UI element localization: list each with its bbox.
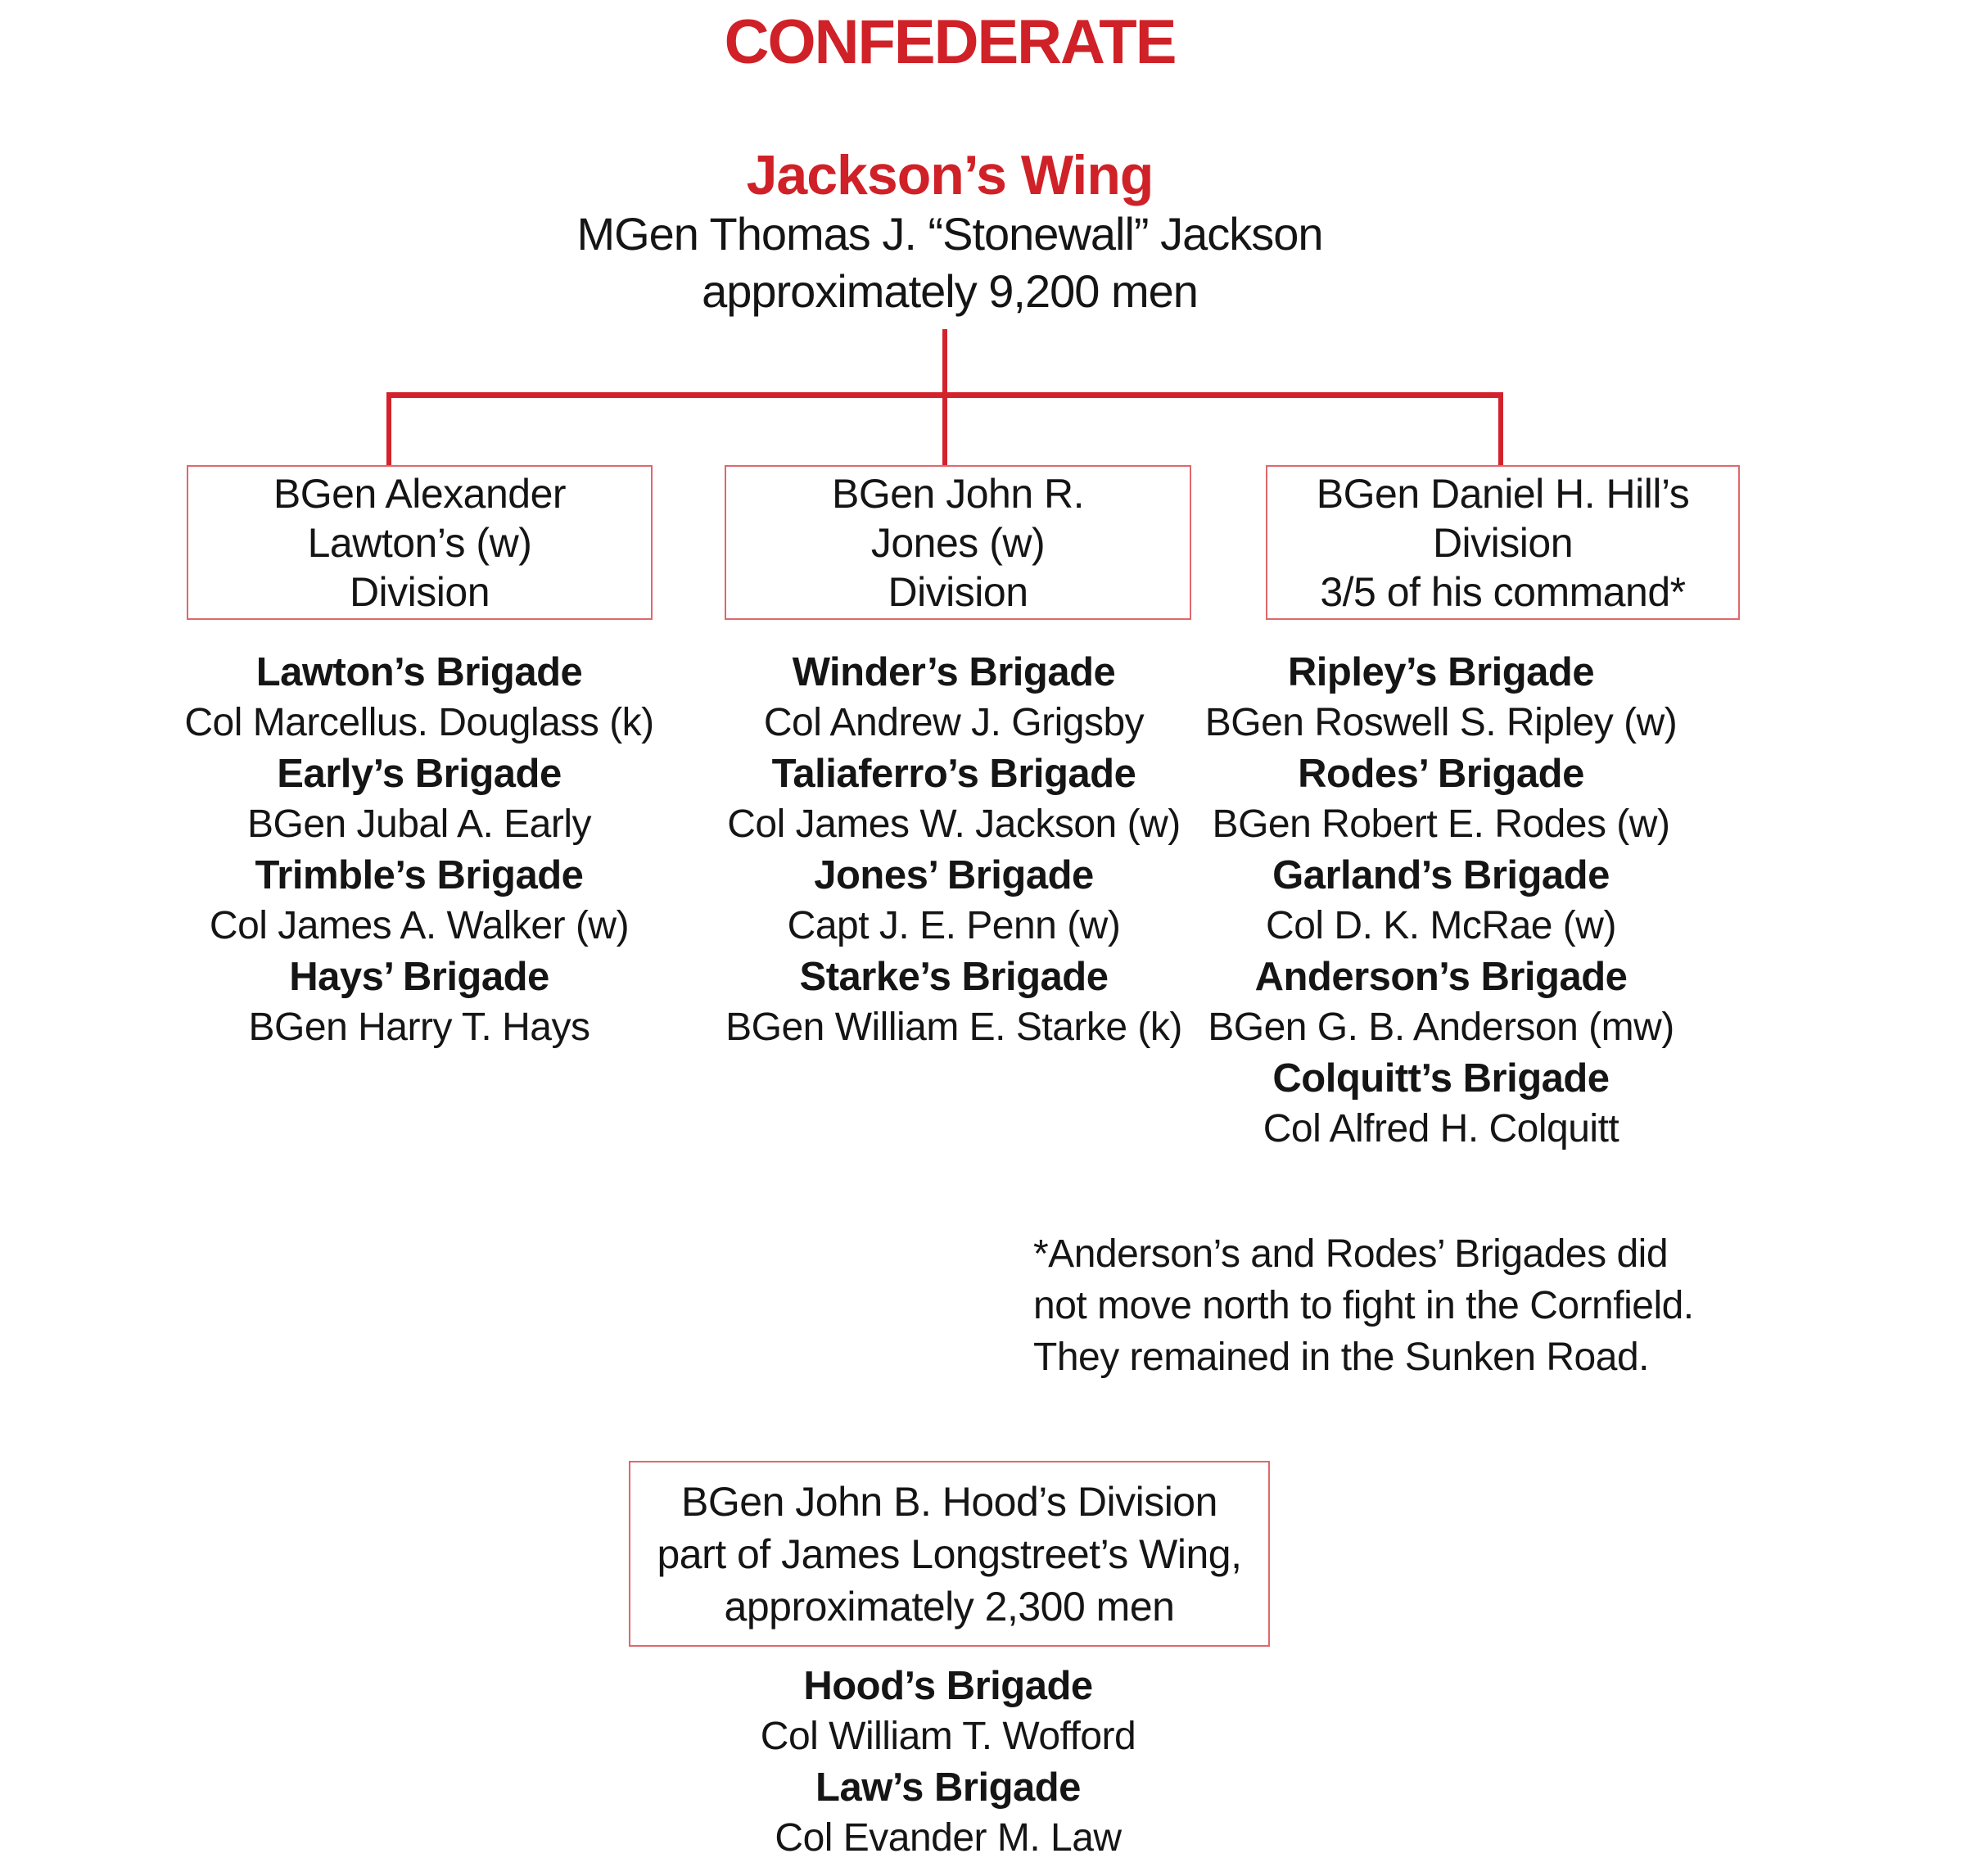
brigade-name: Trimble’s Brigade [255, 853, 584, 897]
army-title: CONFEDERATE [724, 7, 1177, 77]
footnote: *Anderson’s and Rodes’ Brigades did not … [1033, 1228, 1694, 1383]
brigade-commander: Col D. K. McRae (w) [1266, 904, 1616, 947]
division-box-line: Jones (w) [870, 519, 1046, 566]
division-box-line: Division [888, 568, 1028, 615]
brigade-commander: BGen G. B. Anderson (mw) [1208, 1006, 1674, 1049]
division-box-lawton: BGen Alexander Lawton’s (w) Division [187, 465, 653, 620]
division-box-hill: BGen Daniel H. Hill’s Division 3/5 of hi… [1266, 465, 1740, 620]
brigade-name: Colquitt’s Brigade [1272, 1056, 1610, 1101]
brigade-name: Garland’s Brigade [1272, 853, 1610, 897]
connector-drop-right [1498, 398, 1503, 465]
brigade-list-hill: Ripley’s Brigade BGen Roswell S. Ripley … [1205, 647, 1678, 1155]
brigade-list-jones: Winder’s Brigade Col Andrew J. Grigsby T… [725, 647, 1182, 1053]
division-box-jones: BGen John R. Jones (w) Division [725, 465, 1191, 620]
footnote-line: They remained in the Sunken Road. [1033, 1336, 1649, 1379]
brigade-list-lawton: Lawton’s Brigade Col Marcellus. Douglass… [184, 647, 654, 1053]
brigade-list-hood: Hood’s Brigade Col William T. Wofford La… [761, 1661, 1136, 1864]
wing-commander: MGen Thomas J. “Stonewall” Jackson [576, 208, 1323, 260]
division-box-line: Division [1432, 519, 1574, 566]
footnote-line: *Anderson’s and Rodes’ Brigades did [1033, 1232, 1669, 1276]
brigade-name: Winder’s Brigade [792, 650, 1116, 694]
brigade-commander: BGen Roswell S. Ripley (w) [1204, 701, 1678, 744]
brigade-name: Hood’s Brigade [803, 1664, 1093, 1708]
connector-stem [942, 329, 947, 399]
division-box-line: BGen Alexander [273, 470, 567, 517]
connector-horizontal [386, 392, 1503, 398]
brigade-name: Anderson’s Brigade [1254, 955, 1628, 999]
brigade-commander: Col James A. Walker (w) [209, 904, 630, 947]
brigade-commander: Capt J. E. Penn (w) [787, 904, 1121, 947]
brigade-commander: Col Marcellus. Douglass (k) [184, 701, 654, 744]
division-box-line: BGen John B. Hood’s Division [681, 1478, 1217, 1525]
division-box-line: Lawton’s (w) [307, 519, 532, 566]
connector-drop-left [386, 398, 391, 465]
brigade-commander: Col Evander M. Law [775, 1816, 1122, 1860]
division-box-line: BGen Daniel H. Hill’s [1316, 470, 1690, 517]
division-box-hood: BGen John B. Hood’s Division part of Jam… [629, 1461, 1270, 1647]
division-box-line: Division [349, 568, 490, 615]
brigade-name: Taliaferro’s Brigade [771, 752, 1136, 796]
brigade-name: Rodes’ Brigade [1298, 752, 1584, 796]
brigade-commander: BGen Jubal A. Early [246, 802, 592, 846]
brigade-name: Jones’ Brigade [814, 853, 1094, 897]
brigade-commander: Col William T. Wofford [760, 1715, 1136, 1758]
division-box-line: 3/5 of his command* [1320, 568, 1686, 615]
brigade-name: Early’s Brigade [277, 752, 562, 796]
brigade-commander: Col Andrew J. Grigsby [763, 701, 1145, 744]
division-box-line: approximately 2,300 men [724, 1583, 1175, 1630]
brigade-name: Hays’ Brigade [289, 955, 549, 999]
footnote-line: not move north to fight in the Cornfield… [1033, 1284, 1694, 1327]
brigade-commander: BGen William E. Starke (k) [725, 1006, 1182, 1049]
brigade-name: Lawton’s Brigade [255, 650, 583, 694]
wing-strength: approximately 9,200 men [702, 265, 1199, 317]
brigade-name: Law’s Brigade [815, 1765, 1081, 1810]
division-box-line: BGen John R. [831, 470, 1085, 517]
brigade-commander: Col James W. Jackson (w) [727, 802, 1181, 846]
brigade-name: Ripley’s Brigade [1287, 650, 1595, 694]
brigade-commander: BGen Harry T. Hays [248, 1006, 590, 1049]
connector-drop-middle [942, 398, 947, 465]
brigade-commander: BGen Robert E. Rodes (w) [1212, 802, 1670, 846]
brigade-name: Starke’s Brigade [799, 955, 1109, 999]
division-box-line: part of James Longstreet’s Wing, [657, 1530, 1242, 1577]
wing-title: Jackson’s Wing [746, 144, 1154, 206]
brigade-commander: Col Alfred H. Colquitt [1263, 1107, 1619, 1150]
